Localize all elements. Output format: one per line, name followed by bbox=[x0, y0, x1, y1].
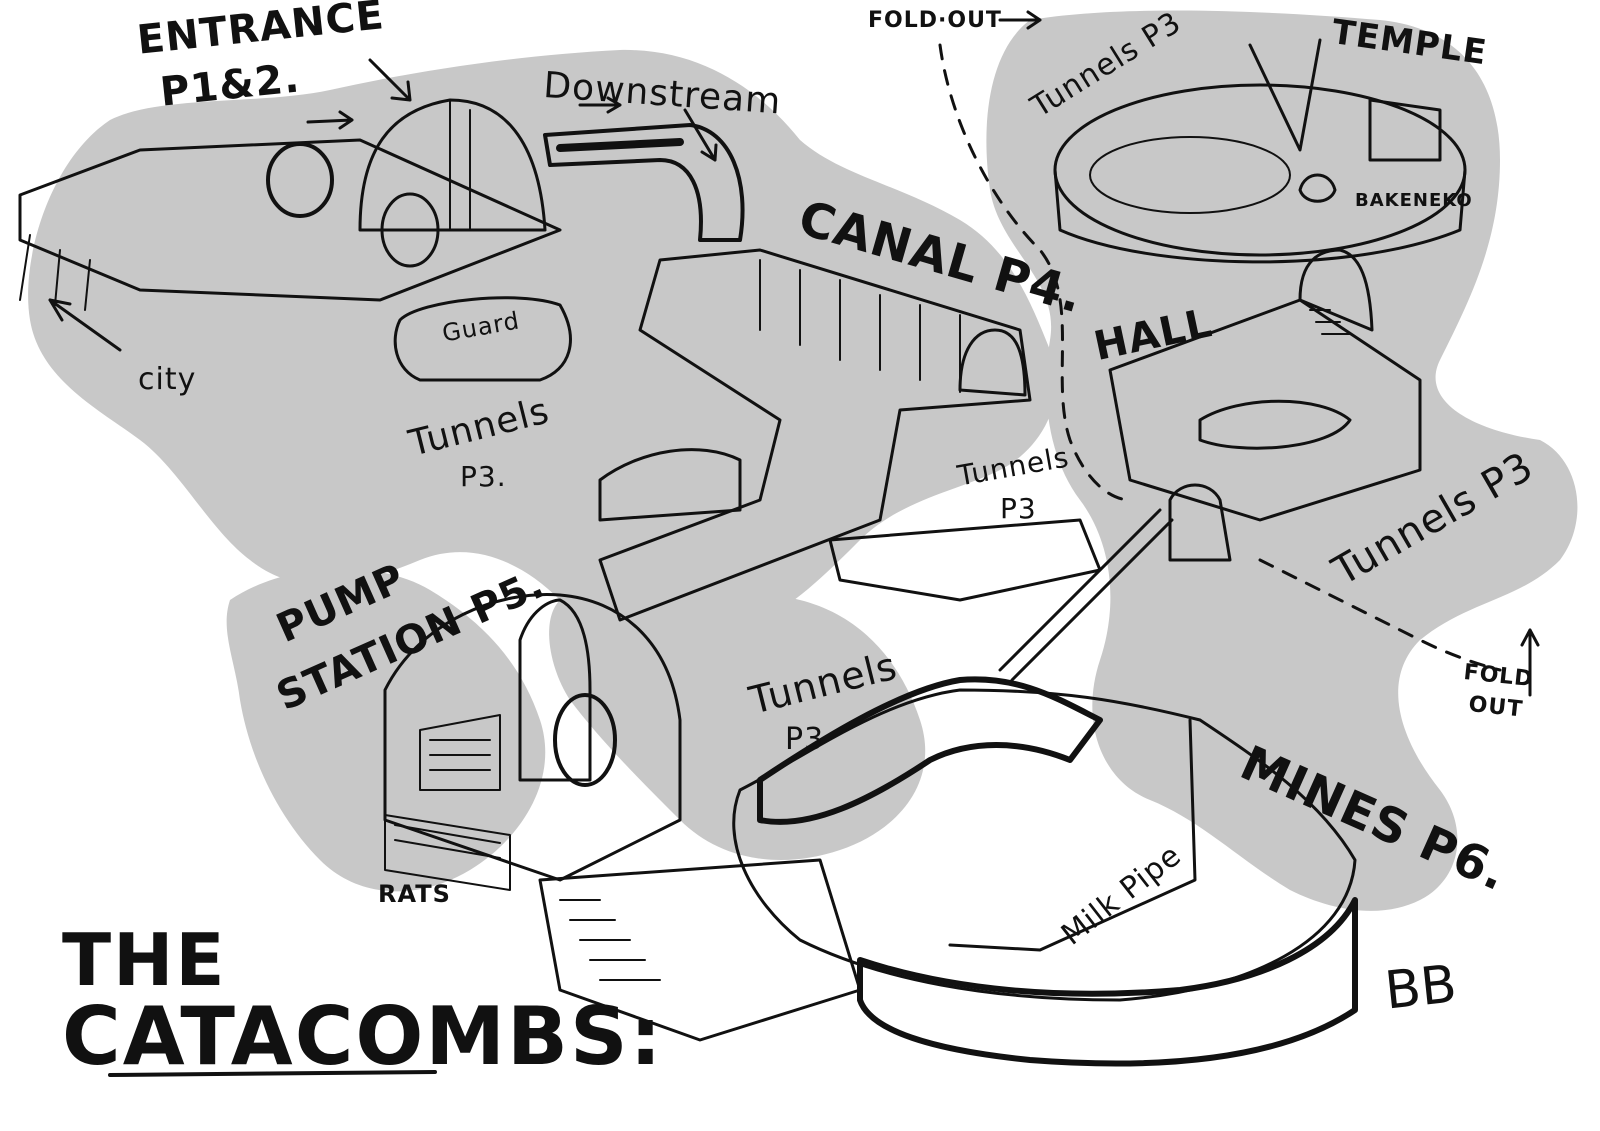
label-tunnels-left-page: P3. bbox=[460, 460, 507, 493]
mines bbox=[732, 508, 1358, 1067]
hall bbox=[1108, 248, 1422, 522]
artist-signature: BB bbox=[1382, 954, 1460, 1022]
label-bakeneko: BAKENEKO bbox=[1355, 190, 1473, 211]
fold-lines bbox=[938, 43, 1502, 672]
lower-stairs bbox=[538, 858, 862, 1042]
pump-station bbox=[383, 592, 682, 891]
canal bbox=[598, 248, 1032, 622]
label-fold-out-top: FOLD·OUT bbox=[868, 8, 1002, 33]
tunnel-arches bbox=[598, 448, 1232, 602]
label-city: city bbox=[138, 362, 197, 397]
label-rats: RATS bbox=[378, 880, 451, 908]
guard-island bbox=[393, 296, 572, 382]
entrance-platform bbox=[18, 98, 562, 311]
arrows bbox=[48, 10, 1540, 697]
title-underline bbox=[108, 1070, 437, 1077]
label-tunnels-lower-page: P3 bbox=[785, 722, 825, 757]
page-title-line1: THE bbox=[62, 918, 227, 1002]
page-title-line2: CATACOMBS: bbox=[62, 990, 664, 1083]
temple bbox=[1053, 38, 1467, 264]
downstream-pipe bbox=[543, 123, 745, 242]
label-tunnels-center-page: P3 bbox=[1000, 492, 1037, 525]
